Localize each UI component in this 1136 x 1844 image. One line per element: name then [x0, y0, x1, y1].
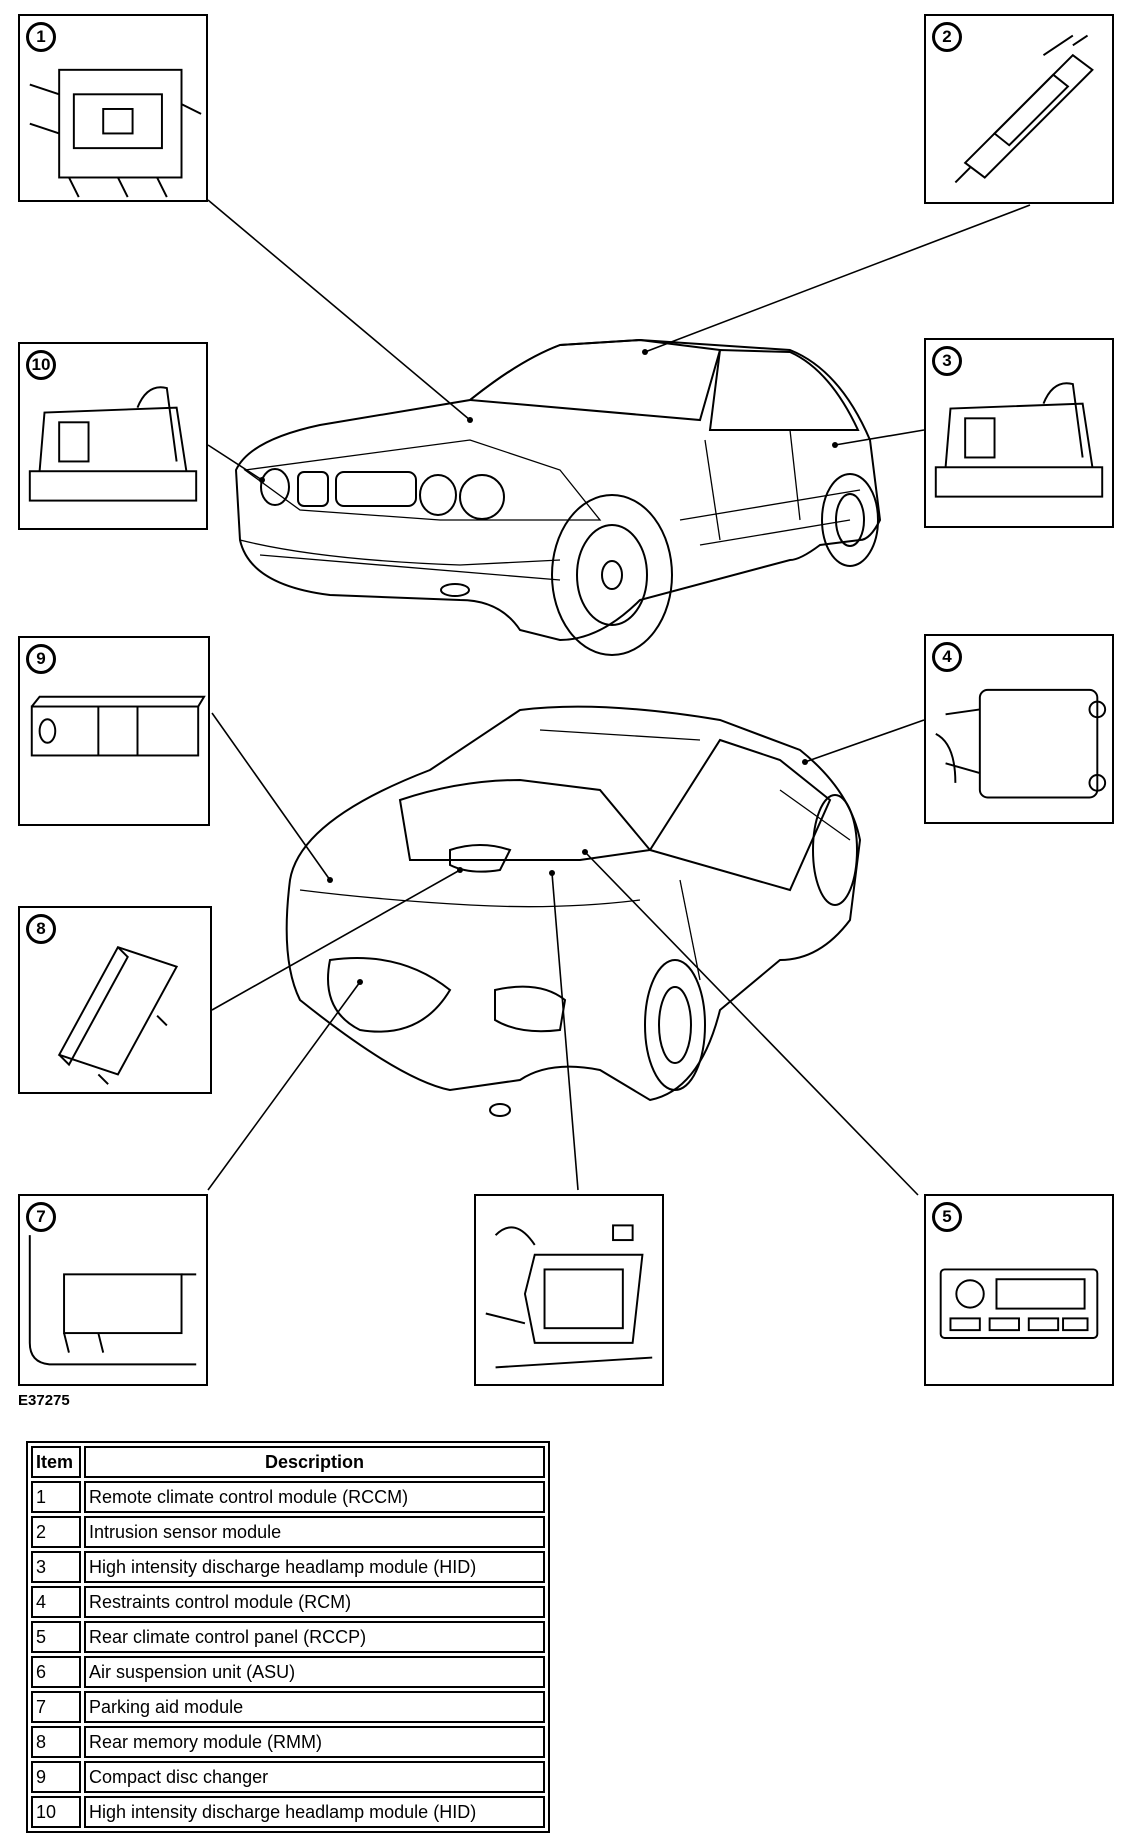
- legend-description: High intensity discharge headlamp module…: [84, 1551, 545, 1583]
- callout-box-5: 5: [924, 1194, 1114, 1386]
- legend-item: 1: [31, 1481, 81, 1513]
- callout-number-10: 10: [26, 350, 56, 380]
- rear-vehicle: [285, 705, 862, 1117]
- intrusion-sensor-sketch: [954, 34, 1094, 184]
- vehicle-drawings: [207, 199, 1031, 1196]
- callout-box-8: 8: [18, 906, 212, 1094]
- legend-item: 5: [31, 1621, 81, 1653]
- rccp-sketch: [939, 1268, 1099, 1339]
- legend-description: High intensity discharge headlamp module…: [84, 1796, 545, 1828]
- legend-item: 4: [31, 1586, 81, 1618]
- callout-number-9: 9: [26, 644, 56, 674]
- component-location-diagram: 1 2 10 3: [18, 14, 1114, 1386]
- legend-description: Restraints control module (RCM): [84, 1586, 545, 1618]
- legend-item: 9: [31, 1761, 81, 1793]
- front-vehicle: [234, 338, 882, 656]
- figure-code: E37275: [18, 1392, 70, 1409]
- callout-number-8: 8: [26, 914, 56, 944]
- hid-module-sketch-left: [28, 386, 198, 502]
- callout-number-3: 3: [932, 346, 962, 376]
- legend-description: Rear climate control panel (RCCP): [84, 1621, 545, 1653]
- callout-number-5: 5: [932, 1202, 962, 1232]
- cd-changer-sketch: [30, 695, 206, 757]
- callout-box-3: 3: [924, 338, 1114, 528]
- legend-header-description: Description: [84, 1446, 545, 1478]
- legend-description: Rear memory module (RMM): [84, 1726, 545, 1758]
- rcm-module-sketch: [935, 688, 1107, 799]
- legend-description: Compact disc changer: [84, 1761, 545, 1793]
- callout-number-2: 2: [932, 22, 962, 52]
- legend-description: Parking aid module: [84, 1691, 545, 1723]
- callout-box-9: 9: [18, 636, 210, 826]
- callout-box-7: 7: [18, 1194, 208, 1386]
- callout-box-10: 10: [18, 342, 208, 530]
- callout-number-1: 1: [26, 22, 56, 52]
- legend-description: Air suspension unit (ASU): [84, 1656, 545, 1688]
- legend-header-item: Item: [31, 1446, 81, 1478]
- legend-item: 10: [31, 1796, 81, 1828]
- parking-aid-sketch: [28, 1235, 197, 1366]
- rmm-module-sketch: [57, 945, 179, 1085]
- rccm-module-sketch: [29, 68, 202, 198]
- legend-header-row: Item Description: [31, 1446, 545, 1478]
- hid-module-sketch-right: [934, 382, 1104, 498]
- asu-sketch: [485, 1224, 653, 1369]
- callout-box-6: 6: [474, 1194, 664, 1386]
- leader-lines: [207, 199, 1031, 1196]
- callout-number-4: 4: [932, 642, 962, 672]
- callout-box-1: 1: [18, 14, 208, 202]
- callout-number-7: 7: [26, 1202, 56, 1232]
- legend-item: 8: [31, 1726, 81, 1758]
- legend-item: 6: [31, 1656, 81, 1688]
- callout-box-4: 4: [924, 634, 1114, 824]
- callout-box-2: 2: [924, 14, 1114, 204]
- legend-description: Remote climate control module (RCCM): [84, 1481, 545, 1513]
- legend-item: 2: [31, 1516, 81, 1548]
- legend-item: 7: [31, 1691, 81, 1723]
- legend-item: 3: [31, 1551, 81, 1583]
- leader-dots: [259, 349, 838, 985]
- legend-description: Intrusion sensor module: [84, 1516, 545, 1548]
